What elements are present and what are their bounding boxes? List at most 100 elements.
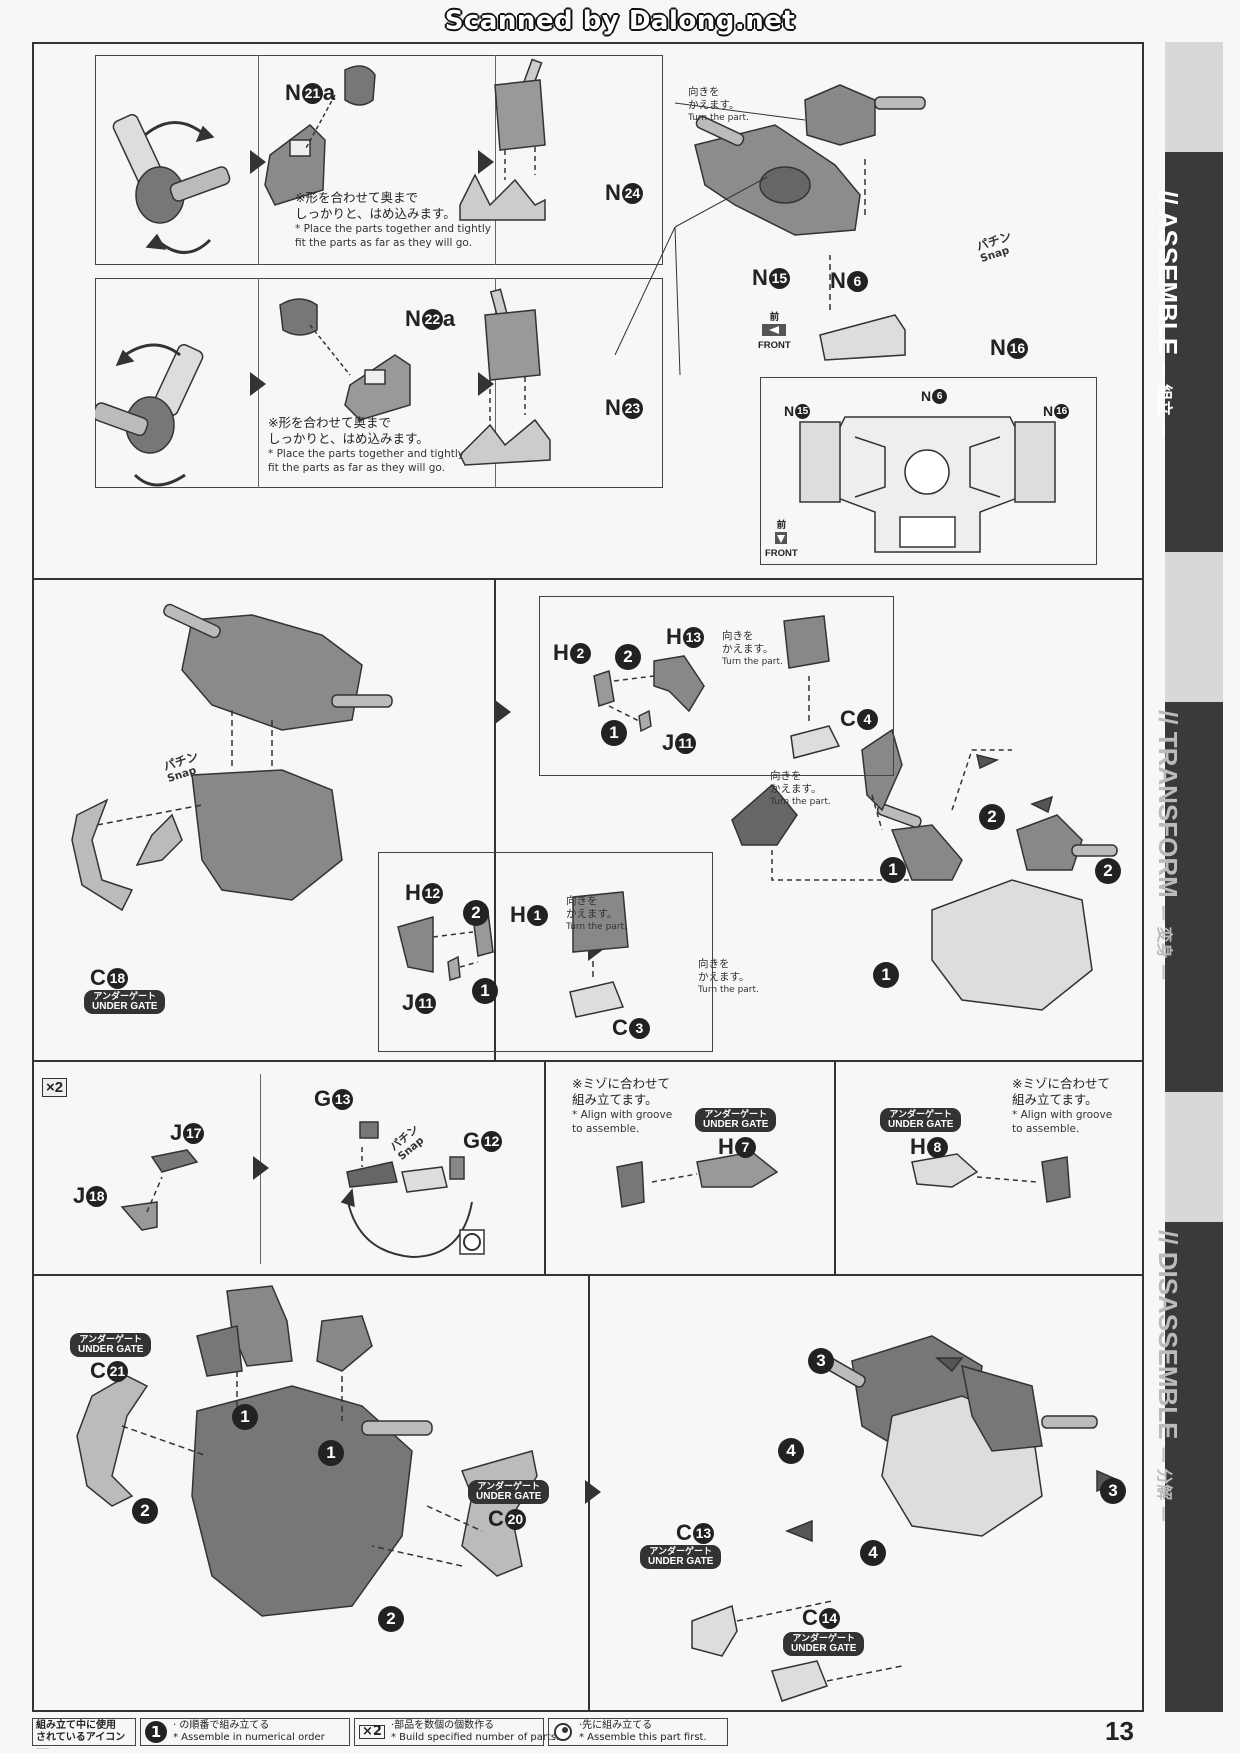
step-number-2: 2 <box>1095 858 1121 884</box>
groove-note: ※ミゾに合わせて 組み立てます。 * Align with groove to … <box>1012 1076 1113 1135</box>
column-divider <box>495 278 496 488</box>
section-sidebar <box>1165 42 1223 1712</box>
part-n23 <box>459 288 551 466</box>
legend-title: 組み立て中に使用 されているアイコン <box>32 1718 136 1746</box>
turn-note: 向きを かえます。 Turn the part. <box>722 630 783 667</box>
step-number-3: 3 <box>808 1348 834 1374</box>
step-number-4: 4 <box>778 1438 804 1464</box>
groove-note: ※ミゾに合わせて 組み立てます。 * Align with groove to … <box>572 1076 673 1135</box>
section-tab-transform: // TRANSFORM — 変身 — <box>1153 710 1183 981</box>
next-arrow-icon <box>250 372 266 396</box>
press-note: ※形を合わせて奥まで しっかりと、はめ込みます。 * Place the par… <box>295 190 491 249</box>
n6-plan-view-box <box>760 377 1097 565</box>
step-number-2: 2 <box>979 804 1005 830</box>
step-box-h13 <box>539 596 894 776</box>
assemble-first-icon <box>554 1723 572 1741</box>
torso-transform <box>931 879 1093 1011</box>
step-number-4: 4 <box>860 1540 886 1566</box>
part-n21a <box>264 65 376 206</box>
next-arrow-icon <box>495 700 511 724</box>
section-tab-assemble: // ASSEMBLE — 組立 — <box>1153 190 1183 438</box>
step-box-h1 <box>378 852 713 1052</box>
torso-frame-assembled <box>694 84 926 361</box>
legend-title-en: Symbols used in instructions <box>36 1749 49 1750</box>
legend-first: ·先に組み立てる* Assemble this part first. <box>548 1718 728 1746</box>
step-box-n21 <box>95 55 663 265</box>
waist-block <box>191 769 343 901</box>
n6-plan-view <box>799 416 1056 553</box>
next-arrow-icon <box>250 150 266 174</box>
section2-drawings <box>71 603 1118 1011</box>
step-number-2: 2 <box>132 1498 158 1524</box>
column-divider <box>494 578 496 1060</box>
part-n22a <box>279 298 411 421</box>
step-number-1: 1 <box>880 857 906 883</box>
icon-legend: 組み立て中に使用 されているアイコン 1 · の順番で組み立てる* Assemb… <box>32 1718 728 1746</box>
step-box-n22 <box>95 278 663 488</box>
section1-drawings <box>95 58 926 487</box>
x2-icon: ×2 <box>359 1725 385 1739</box>
assembled-body <box>191 1385 413 1617</box>
arm-joint-illustration <box>95 343 204 487</box>
legend-count: ×2 ·部品を数個の個数作る* Build specified number o… <box>354 1718 559 1746</box>
step-number-2: 2 <box>378 1606 404 1632</box>
part-n24 <box>459 58 546 221</box>
press-note: ※形を合わせて奥まで しっかりと、はめ込みます。 * Place the par… <box>268 415 464 474</box>
step-number-2: 2 <box>615 644 641 670</box>
front-arrow-icon <box>762 324 787 336</box>
torso-upper <box>181 614 363 731</box>
step-number-1: 1 <box>873 962 899 988</box>
step-number-1: 1 <box>318 1440 344 1466</box>
front-indicator: 前 FRONT <box>765 520 798 559</box>
step-number-3: 3 <box>1100 1478 1126 1504</box>
step-number-icon: 1 <box>145 1721 167 1743</box>
h13-drawings <box>593 615 841 759</box>
column-divider <box>544 1060 546 1274</box>
front-arrow-icon <box>775 532 788 544</box>
turn-note: 向きを かえます。 Turn the part. <box>698 958 759 995</box>
section-divider <box>32 1060 1144 1062</box>
page-number: 13 <box>1105 1716 1134 1746</box>
step-number-1: 1 <box>232 1404 258 1430</box>
section-tab-disassemble: // DISASSEMBLE — 分解 — <box>1153 1230 1183 1522</box>
next-arrow-icon <box>585 1480 601 1504</box>
section-divider <box>32 578 1144 580</box>
next-arrow-icon <box>478 150 494 174</box>
section3-drawings <box>120 1121 1071 1259</box>
step-number-1: 1 <box>601 720 627 746</box>
arm-joint-illustration <box>112 114 231 254</box>
part-c18 <box>71 798 134 912</box>
scan-credit: Scanned by Dalong.net <box>444 6 796 36</box>
step-number-1: 1 <box>472 978 498 1004</box>
